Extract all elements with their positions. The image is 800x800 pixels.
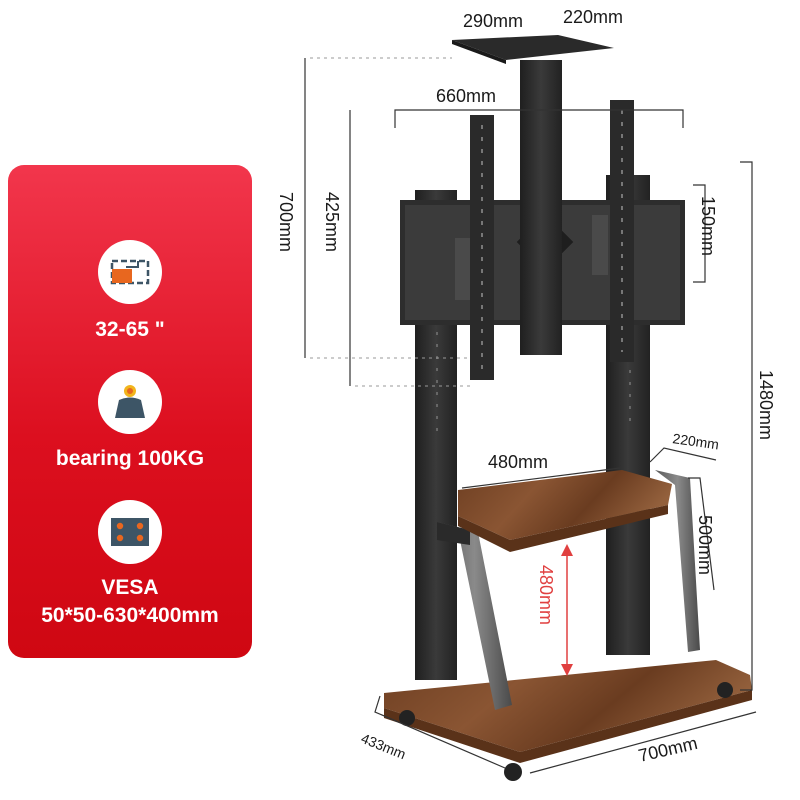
- dim-shelf-width: 480mm: [488, 452, 548, 472]
- feature-screen-size: 32-65 ": [8, 240, 252, 344]
- dim-total-height: 1480mm: [756, 370, 776, 440]
- feature-bearing: bearing 100KG: [8, 370, 252, 473]
- dim-base-width: 700mm: [636, 733, 699, 766]
- dimension-lines: [304, 58, 757, 774]
- base-plank: [384, 660, 752, 763]
- dim-shelf-depth: 220mm: [672, 430, 720, 452]
- vesa-arms: [470, 100, 634, 380]
- dim-bracket-width: 660mm: [436, 86, 496, 106]
- vesa-mount-icon: [98, 500, 162, 564]
- shelf-gap-arrow: [561, 544, 573, 676]
- feature-label-bearing: bearing 100KG: [55, 447, 205, 470]
- feature-panel: 32-65 " bearing 100KG VESA 50*50-630*400…: [8, 165, 252, 658]
- dim-tray-depth: 220mm: [563, 7, 623, 27]
- dim-tray-width: 290mm: [463, 11, 523, 31]
- dim-bracket-height: 700mm: [276, 192, 296, 252]
- feature-label-screen-size: 32-65 ": [95, 318, 165, 341]
- feature-label-vesa: VESA: [101, 576, 159, 599]
- weight-bearing-icon: [98, 370, 162, 434]
- guide-lines: [310, 57, 470, 387]
- dim-column-height: 425mm: [322, 192, 342, 252]
- shelf-support-frame: [437, 470, 700, 710]
- caster-wheels: [399, 682, 733, 781]
- top-tray: [452, 35, 614, 355]
- dim-shelf-height: 500mm: [695, 515, 715, 575]
- dim-shelf-gap: 480mm: [536, 565, 556, 625]
- dim-plate-height: 150mm: [698, 196, 718, 256]
- feature-vesa: VESA 50*50-630*400mm: [8, 500, 252, 630]
- dim-base-depth: 433mm: [359, 730, 408, 762]
- feature-label-vesa-range: 50*50-630*400mm: [41, 604, 219, 627]
- screen-size-icon: [98, 240, 162, 304]
- middle-shelf: [458, 470, 672, 552]
